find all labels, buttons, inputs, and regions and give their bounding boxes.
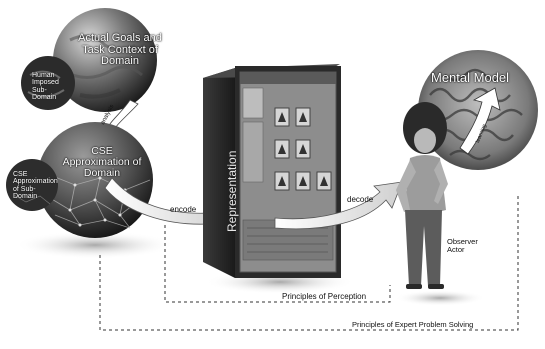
learning-arrow — [459, 87, 501, 155]
decode-label: decode — [347, 195, 374, 204]
decode-arrow — [274, 181, 403, 230]
observer-shadow — [395, 290, 485, 306]
representation-label: Representation — [225, 150, 239, 232]
cse-title: CSE Approximation of Domain — [62, 145, 142, 180]
domain-title: Actual Goals and Task Context of Domain — [78, 32, 162, 68]
encode-label: encode — [170, 205, 197, 214]
human-subdomain-label: Human Imposed Sub-Domain — [32, 72, 59, 102]
perception-bracket — [164, 225, 391, 303]
mental-model-title: Mental Model — [431, 70, 510, 85]
cse-subdomain-label: CSE Approximation of Sub-Domain — [13, 171, 58, 201]
cse-shadow — [15, 231, 175, 259]
human-subdomain-bubble — [21, 56, 75, 110]
observer-figure — [396, 124, 448, 289]
perception-label: Principles of Perception — [282, 292, 367, 301]
expert-bracket — [99, 195, 519, 331]
cse-subdomain-bubble — [6, 159, 58, 211]
cse-globe — [37, 122, 153, 238]
expert-problem-solving-label: Principles of Expert Problem Solving — [352, 320, 474, 329]
observer-label: Observer Actor — [447, 237, 478, 254]
representation-panel — [203, 64, 341, 278]
domain-globe — [53, 8, 157, 112]
